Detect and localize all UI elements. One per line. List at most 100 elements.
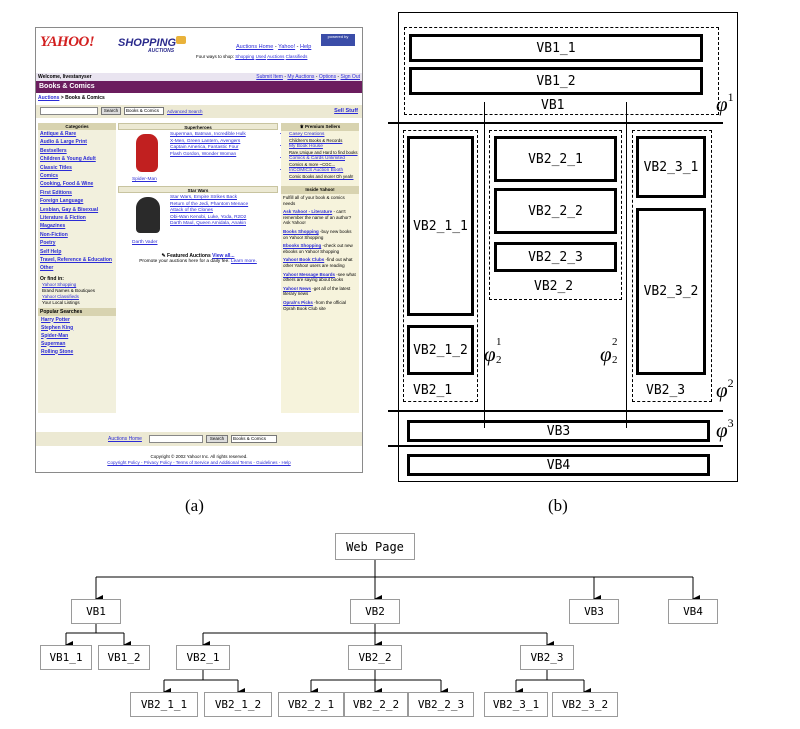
popular-link[interactable]: Rolling Stone [41,348,74,355]
category-link[interactable]: Antique & Rare [40,131,77,137]
category-link[interactable]: Classic Titles [40,164,72,171]
popular-link[interactable]: Harry Potter [41,316,70,323]
bottom-search-button[interactable]: Search [206,435,228,443]
category-list: Antique & Rare Audio & Large Print Bests… [38,130,116,273]
category-link[interactable]: Other [40,265,54,272]
footer-links[interactable]: Copyright Policy - Privacy Policy - Term… [107,460,291,465]
inside-item[interactable]: Ask Yahoo! - Literature - can't remember… [283,209,352,226]
popular-link[interactable]: Superman [41,340,66,347]
tree-vb4: VB4 [668,599,718,624]
starwars-link[interactable]: Darth Maul, Queen Amidala, Anakin [170,221,246,226]
category-link[interactable]: Magazines [40,223,66,230]
superheroes-link[interactable]: Flash Gordon, Wonder Woman [170,151,237,157]
featured-icon: ✎ [161,253,166,259]
top-links: Auctions Home - Yahoo! - Help [236,44,312,50]
category-link[interactable]: Non-Fiction [40,231,68,238]
tree-root: Web Page [335,533,415,560]
superheroes-link[interactable]: X-Men, Green Lantern, Avengers [170,138,241,144]
block-vb1-2: VB1_2 [409,67,703,95]
category-link[interactable]: Foreign Language [40,198,84,205]
block-vb2-1 [403,130,478,402]
auctions-home-link[interactable]: Auctions Home [236,44,274,50]
starwars-header: Star Wars [118,186,278,193]
separator-phi1 [388,122,723,124]
category-select[interactable]: Books & Comics [124,107,164,115]
inside-item[interactable]: Ebooks Shopping -check out new ebooks on… [283,243,353,254]
ways-to-shop: Four ways to shop: Shopping Used Auction… [196,54,308,59]
breadcrumb-auctions[interactable]: Auctions [38,95,60,101]
tree-vb3: VB3 [569,599,619,624]
inside-item[interactable]: Yahoo! Book Clubs -find out what other Y… [283,257,353,268]
label-vb2-2: VB2_2 [534,279,574,294]
popular-link[interactable]: Spider-Man [41,332,69,339]
superheroes-link[interactable]: Captain America, Fantastic Four [170,145,239,150]
popular-link[interactable]: Stephen King [41,324,74,331]
spiderman-caption[interactable]: Spider-Man [132,177,157,182]
middle-column: Superheroes Superman, Batman, Incredible… [118,123,278,323]
category-link[interactable]: Comics [40,173,59,180]
category-link[interactable]: Self Help [40,248,62,255]
options-link[interactable]: Options [318,74,337,80]
label-vb1: VB1 [541,98,565,113]
inside-item[interactable]: Yahoo! News -get all of the latest liter… [283,285,351,297]
bottom-category-select[interactable]: Books & Comics [231,435,277,443]
superheroes-section: Superman, Batman, Incredible Hulk X-Men,… [118,130,278,186]
yahoo-logo: YAHOO! [40,34,95,50]
help-link[interactable]: Help [300,44,312,50]
inside-intro: Fulfill all of your book & comics needs [283,195,345,206]
darth-vader-caption[interactable]: Darth Vader [132,240,158,245]
ways-shopping-link[interactable]: Shopping [235,54,255,59]
advanced-search-link[interactable]: Advanced Search [167,109,203,114]
yahoo-link[interactable]: Yahoo! [278,44,296,50]
category-link[interactable]: Poetry [40,240,56,247]
category-link[interactable]: Bestsellers [40,147,67,154]
category-link[interactable]: First Editions [40,189,72,196]
submit-item-link[interactable]: Submit Item [256,74,283,80]
darth-vader-image[interactable] [136,197,160,233]
ways-used-link[interactable]: Used [255,54,267,59]
starwars-link[interactable]: Star Wars, Empire Strikes Back [170,195,237,200]
tree-vb2-2-3: VB2_2_3 [408,692,474,717]
starwars-link[interactable]: Obi-Wan Kenobi, Luke, Yoda, R2D2 [170,214,247,220]
featured-view-all-link[interactable]: View all... [212,253,235,259]
featured-text: Promote your auctions here for a daily f… [139,259,257,264]
bottom-search-input[interactable] [149,435,203,443]
yahoo-classifieds-link[interactable]: Yahoo! Classifieds [42,293,79,299]
bottom-auctions-home-link[interactable]: Auctions Home [108,436,142,442]
block-vb4: VB4 [407,454,710,476]
my-auctions-link[interactable]: My Auctions [287,74,315,80]
category-link[interactable]: Travel, Reference & Education [40,257,112,264]
inside-item[interactable]: Books Shopping -buy new books on Yahoo! … [283,228,352,240]
category-link[interactable]: Children & Young Adult [40,156,96,163]
category-link[interactable]: Cooking, Food & Wine [40,181,94,188]
tree-vb1-2: VB1_2 [98,645,150,670]
separator-label-phi1: φ1 [716,90,734,116]
block-vb2-3-2: VB2_3_2 [636,208,706,375]
category-link[interactable]: Lesbian, Gay & Bisexual [40,206,99,213]
sign-out-link[interactable]: Sign Out [340,74,360,80]
spiderman-image[interactable] [136,134,158,172]
starwars-link[interactable]: Return of the Jedi, Phantom Menace [170,201,249,207]
search-input[interactable] [40,107,98,115]
tree-vb2: VB2 [350,599,400,624]
starwars-link[interactable]: Attack of the Clones [170,208,213,213]
sell-stuff-link[interactable]: Sell Stuff [334,108,358,114]
superheroes-header: Superheroes [118,123,278,130]
search-button[interactable]: Search [101,107,121,115]
inside-item[interactable]: Yahoo! Message Boards -see what others a… [283,271,356,283]
ways-classifieds-link[interactable]: Classifieds [285,54,308,59]
inside-item[interactable]: Oprah's Picks -from the official Oprah B… [283,299,347,311]
popular-list: Harry Potter Stephen King Spider-Man Sup… [38,316,116,356]
category-link[interactable]: Literature & Fiction [40,215,86,222]
superheroes-link[interactable]: Superman, Batman, Incredible Hulk [170,132,246,137]
learn-more-link[interactable]: Learn more. [230,259,257,264]
ways-auctions-link[interactable]: Auctions [267,54,285,59]
category-link[interactable]: Audio & Large Print [40,139,87,146]
yahoo-shopping-link[interactable]: Yahoo! Shopping [42,281,77,287]
featured-auctions: ✎ Featured Auctions View all... [161,253,235,259]
